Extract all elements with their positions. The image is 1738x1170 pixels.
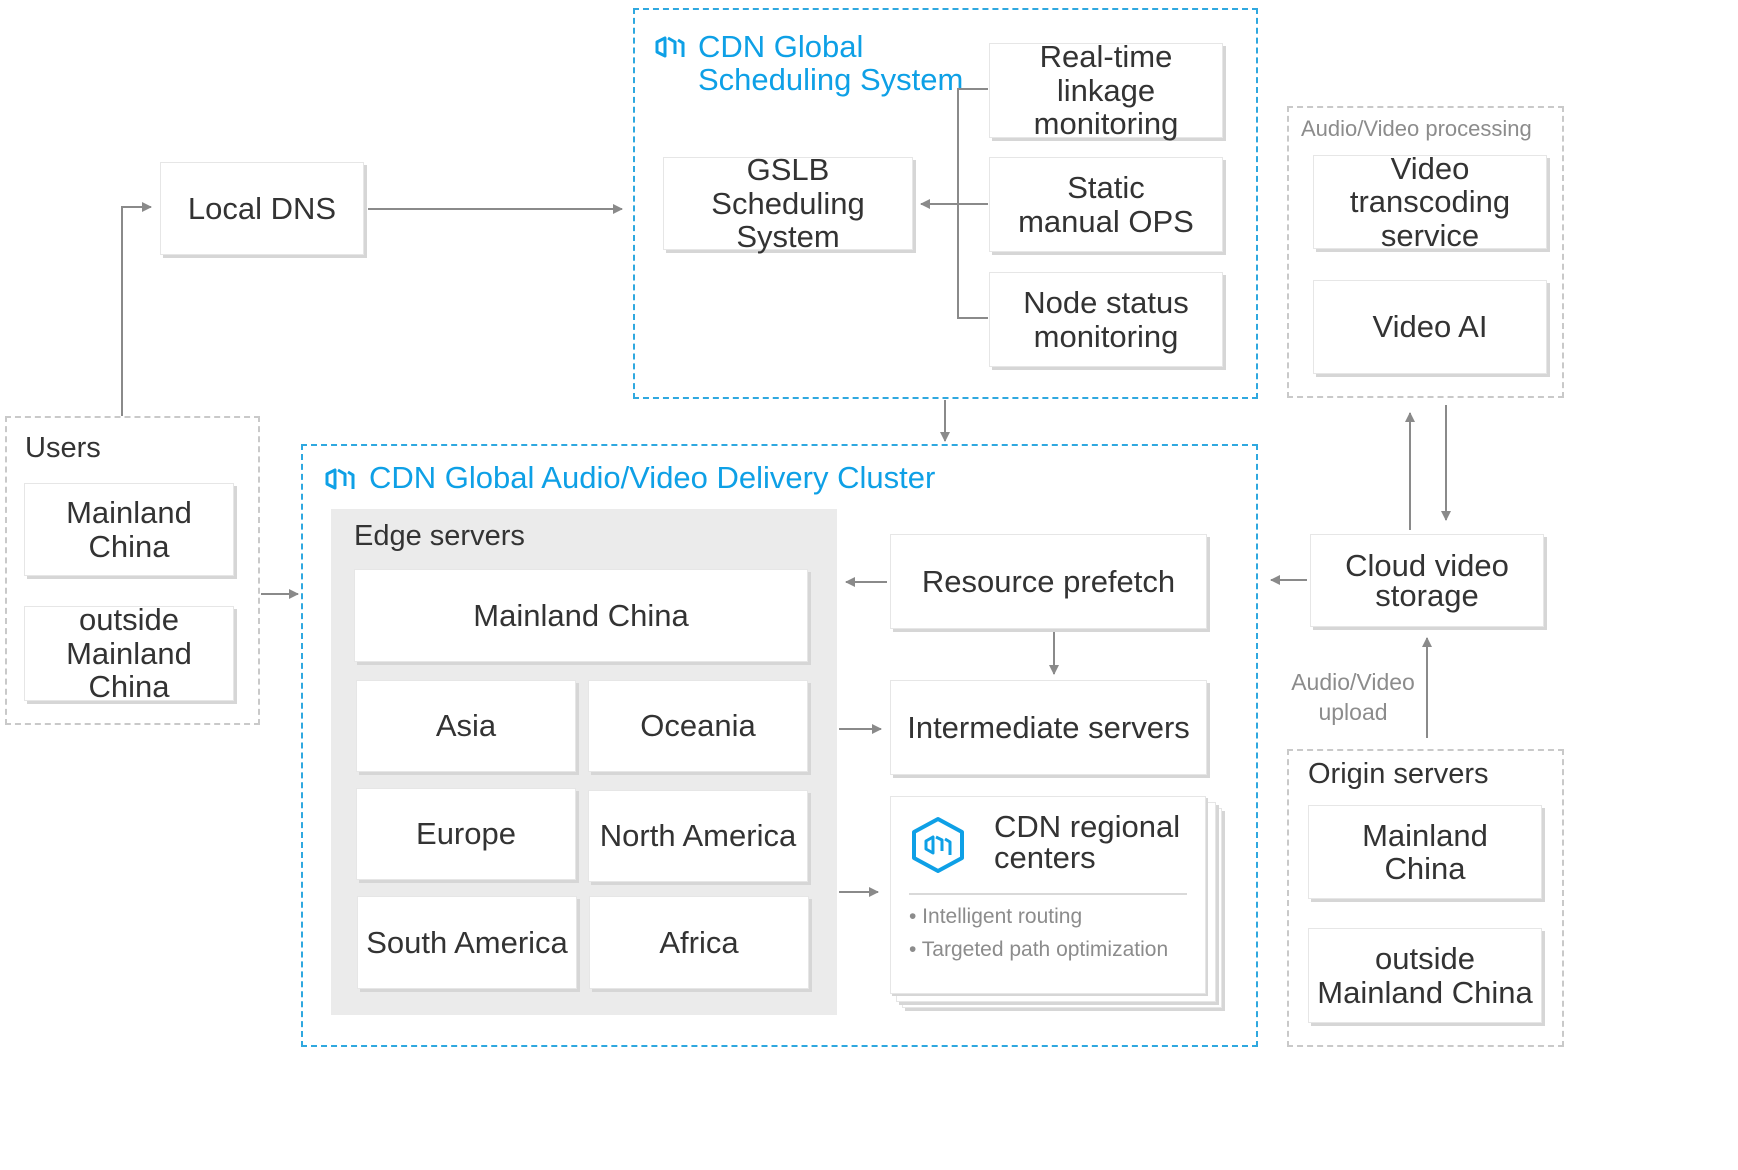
users-mainland-china[interactable]: Mainland China — [24, 483, 234, 576]
av-processing-title: Audio/Video processing — [1301, 116, 1532, 141]
edge-north-america-box[interactable]: North America — [588, 790, 808, 882]
origin-servers-group — [1287, 749, 1564, 1047]
edge-mainland-china-box[interactable]: Mainland China — [354, 569, 808, 662]
av-upload-label: Audio/Video upload — [1291, 669, 1415, 725]
resource-prefetch-box[interactable]: Resource prefetch — [890, 534, 1207, 629]
video-transcoding-box[interactable]: Video transcoding service — [1313, 152, 1547, 252]
scheduling-system-group — [633, 8, 1258, 399]
users-group — [5, 416, 260, 725]
origin-outside-mainland-china-box[interactable]: outside Mainland China — [1308, 928, 1542, 1023]
delivery-cluster-title: CDN Global Audio/Video Delivery Cluster — [369, 460, 936, 495]
av-processing-group — [1287, 106, 1564, 398]
users-outside-mainland-china[interactable]: outside Mainland China — [24, 603, 234, 703]
scheduling-system-title: CDN Global Scheduling System — [698, 29, 964, 98]
cloud-video-storage-box[interactable]: Cloud video storage — [1310, 534, 1544, 627]
regional-centers-title: CDN regional centers — [994, 809, 1181, 875]
cdn-logo-icon — [324, 465, 356, 493]
regional-centers-card[interactable]: CDN regional centers • Intelligent routi… — [890, 796, 1206, 994]
edge-south-america-box[interactable]: South America — [357, 896, 577, 989]
edge-europe-box[interactable]: Europe — [356, 788, 576, 880]
edge-servers-title: Edge servers — [354, 520, 525, 552]
edge-africa-box[interactable]: Africa — [589, 896, 809, 989]
node-status-monitoring-box[interactable]: Node status monitoring — [989, 272, 1223, 367]
origin-servers-title: Origin servers — [1308, 758, 1489, 790]
gslb-scheduling-box[interactable]: GSLB Scheduling System — [663, 153, 913, 253]
users-title: Users — [25, 432, 101, 464]
video-ai-box[interactable]: Video AI — [1313, 280, 1547, 374]
realtime-monitoring-box[interactable]: Real-time linkage monitoring — [989, 40, 1223, 140]
intermediate-servers-box[interactable]: Intermediate servers — [890, 680, 1207, 775]
local-dns-box[interactable]: Local DNS — [160, 162, 364, 255]
bullet-intelligent-routing: • Intelligent routing — [909, 905, 1083, 928]
origin-mainland-china-box[interactable]: Mainland China — [1308, 805, 1542, 899]
bullet-targeted-path-optimization: • Targeted path optimization — [909, 938, 1169, 961]
delivery-cluster-group — [301, 444, 1258, 1047]
edge-oceania-box[interactable]: Oceania — [588, 680, 808, 772]
regional-centers-divider — [909, 893, 1187, 895]
cdn-logo-icon — [654, 33, 686, 61]
cdn-hex-icon — [909, 815, 967, 875]
static-ops-box[interactable]: Static manual OPS — [989, 157, 1223, 252]
users-to-dns-connector — [121, 202, 152, 416]
edge-asia-box[interactable]: Asia — [356, 680, 576, 772]
